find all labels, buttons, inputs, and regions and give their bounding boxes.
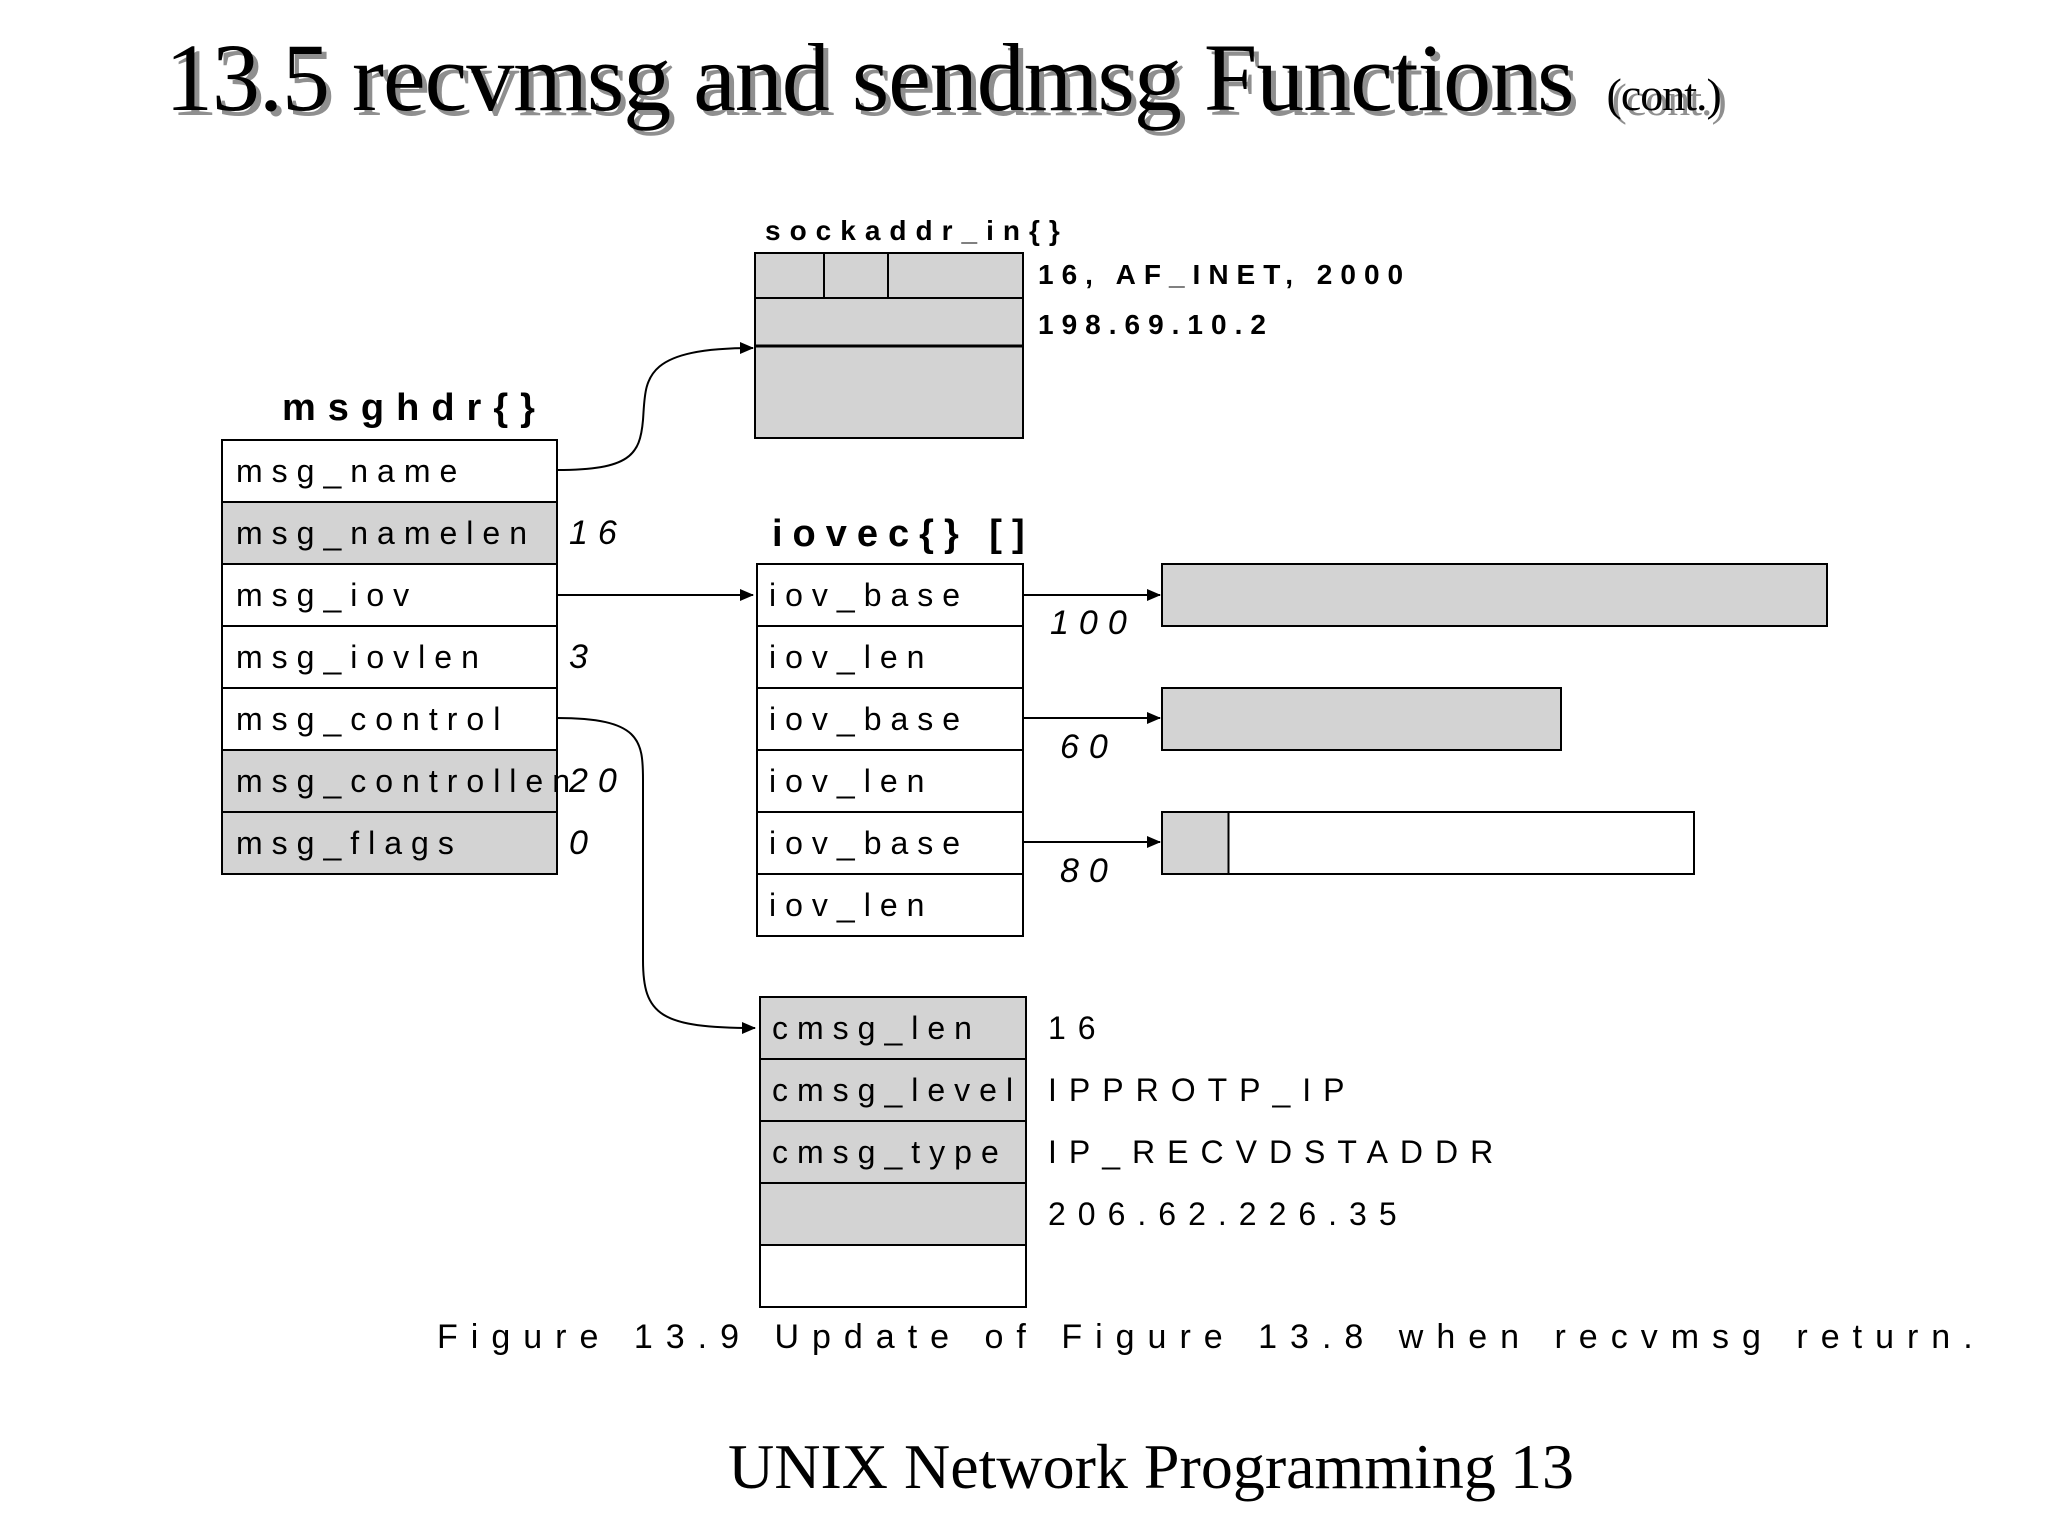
cmsghdr-field: [759, 1182, 1027, 1246]
msghdr-field: [221, 625, 558, 689]
buffer-3-filled: [1161, 811, 1230, 875]
msghdr-field-name: msg_iovlen: [236, 639, 488, 675]
iov-len-value-1: 100: [1050, 604, 1137, 642]
iovec-field: [756, 811, 1024, 875]
cmsghdr-field-value: IPPROTP_IP: [1048, 1072, 1357, 1108]
cmsghdr-field-name: cmsg_len: [772, 1010, 981, 1046]
footer-text: UNIX Network Programming: [728, 1431, 1496, 1502]
iovec-field-name: iov_len: [769, 887, 933, 923]
buffer-1-filled: [1161, 563, 1828, 627]
sockaddr-ip: 198.69.10.2: [1038, 309, 1274, 340]
iovec-field: [756, 873, 1024, 937]
iovec-label: iovec{} []: [772, 513, 1035, 555]
iovec-field-name: iov_base: [769, 701, 969, 737]
msghdr-field-name: msg_namelen: [236, 515, 536, 551]
title-text: 13.5 recvmsg and sendmsg Functions: [165, 24, 1575, 131]
iovec-field-name: iov_base: [769, 577, 969, 613]
iovec-field: [756, 749, 1024, 813]
iovec-field: [756, 625, 1024, 689]
cmsghdr-field: [759, 1120, 1027, 1184]
msghdr-field-value: 0: [569, 824, 598, 862]
slide-title: 13.5 recvmsg and sendmsg Functions (cont…: [165, 22, 1965, 133]
msghdr-field: [221, 687, 558, 751]
iovec-array: iovec{} [] iov_base iov_len iov_base iov_le…: [756, 513, 1137, 937]
msghdr-field-value: 3: [569, 638, 598, 676]
msghdr-field: [221, 811, 558, 875]
cmsghdr-field: [759, 1244, 1027, 1308]
iov-len-value-3: 80: [1060, 852, 1118, 890]
connectors: [556, 342, 1161, 1034]
msghdr-field: [221, 563, 558, 627]
buffer-2-filled: [1161, 687, 1562, 751]
cmsghdr-field-value: 16: [1048, 1010, 1108, 1046]
msghdr-field-name: msg_iov: [236, 577, 418, 613]
msg-name-pointer: [556, 342, 754, 471]
sockaddr-family-port: 16, AF_INET, 2000: [1038, 259, 1411, 290]
cmsghdr-field: [759, 1058, 1027, 1122]
cmsghdr-field-name: cmsg_level: [772, 1072, 1022, 1108]
cmsghdr-field-name: cmsg_type: [772, 1134, 1008, 1170]
msghdr-field-value: 16: [569, 514, 627, 552]
sockaddr-in-struct: sockaddr_in{} 16, AF_INET, 2000 198.69.1…: [754, 215, 1411, 439]
cmsghdr-field-value: IP_RECVDSTADDR: [1048, 1134, 1505, 1170]
msghdr-field-name: msg_name: [236, 453, 466, 489]
sockaddr-label: sockaddr_in{}: [765, 215, 1069, 246]
buffer-3: [1161, 811, 1695, 875]
msg-control-pointer: [556, 717, 756, 1034]
iovec-field: [756, 563, 1024, 627]
msghdr-field: [221, 439, 558, 503]
msghdr-field-name: msg_control: [236, 701, 509, 737]
iov-len-value-2: 60: [1060, 728, 1118, 766]
msghdr-struct: msghdr{} msg_name msg_namelen 16 msg_iovmsg…: [221, 387, 627, 875]
figure-caption: Figure 13.9 Update of Figure 13.8 when r…: [437, 1318, 1986, 1356]
msghdr-field-value: 20: [568, 762, 627, 800]
iovec-field-name: iov_len: [769, 639, 933, 675]
iovec-field-name: iov_len: [769, 763, 933, 799]
title-suffix: (cont.): [1606, 69, 1722, 120]
msghdr-field-name: msg_controllen: [236, 763, 579, 799]
page-number: 13: [1510, 1431, 1574, 1502]
msghdr-field-name: msg_flags: [236, 825, 463, 861]
data-buffers: [1161, 563, 1828, 875]
msghdr-label: msghdr{}: [282, 387, 547, 429]
iovec-field-name: iov_base: [769, 825, 969, 861]
cmsghdr-field-value: 206.62.226.35: [1048, 1196, 1409, 1232]
msghdr-field: [221, 749, 558, 813]
